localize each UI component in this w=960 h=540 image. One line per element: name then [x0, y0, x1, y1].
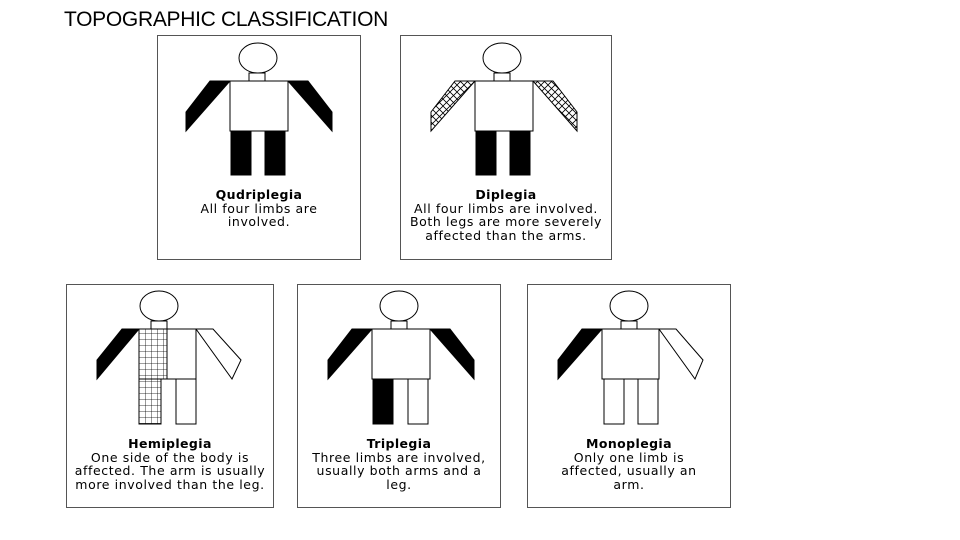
right-leg: [264, 130, 286, 176]
card-name: Diplegia: [475, 187, 537, 202]
right-arm: [428, 328, 475, 381]
left-leg: [138, 378, 162, 425]
right-arm: [658, 328, 704, 381]
card-quadriplegia: Qudriplegia All four limbs are involved.: [157, 35, 361, 260]
card-triplegia: Triplegia Three limbs are involved, usua…: [297, 284, 501, 508]
page-title: TOPOGRAPHIC CLASSIFICATION: [64, 8, 388, 31]
figure-quadriplegia: [185, 42, 333, 176]
left-arm: [430, 80, 477, 133]
right-leg: [637, 378, 659, 425]
card-name: Qudriplegia: [215, 187, 303, 202]
card-name: Triplegia: [366, 436, 432, 451]
left-leg: [372, 378, 394, 425]
right-arm: [195, 328, 242, 380]
left-arm: [557, 328, 604, 381]
card-description: All four limbs are involved. Both legs a…: [409, 200, 603, 243]
figure-diplegia: [430, 42, 578, 176]
right-arm: [531, 80, 578, 133]
figure-hemiplegia: [96, 290, 242, 425]
card-name: Hemiplegia: [128, 436, 212, 451]
card-description: All four limbs are involved.: [200, 200, 318, 229]
card-diplegia: Diplegia All four limbs are involved. Bo…: [400, 35, 612, 260]
affected-trunk-side: [138, 328, 168, 380]
left-arm: [185, 80, 232, 133]
card-description: Only one limb is affected, usually an ar…: [561, 449, 697, 492]
right-leg: [509, 130, 531, 176]
left-leg: [475, 130, 497, 176]
figure-triplegia: [327, 290, 475, 425]
right-leg: [175, 378, 197, 425]
left-leg: [603, 378, 625, 425]
card-description: One side of the body is affected. The ar…: [74, 449, 266, 492]
left-leg: [230, 130, 252, 176]
left-arm: [327, 328, 374, 381]
card-hemiplegia: Hemiplegia One side of the body is affec…: [66, 284, 274, 508]
figure-monoplegia: [557, 290, 704, 425]
card-name: Monoplegia: [586, 436, 672, 451]
left-arm: [96, 328, 141, 381]
card-description: Three limbs are involved, usually both a…: [312, 449, 486, 492]
right-arm: [286, 80, 333, 133]
right-leg: [407, 378, 429, 425]
card-monoplegia: Monoplegia Only one limb is affected, us…: [527, 284, 731, 508]
